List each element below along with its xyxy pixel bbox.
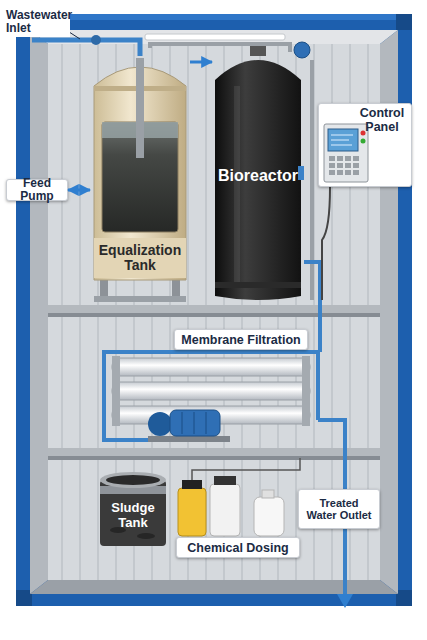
dosing-tube [192, 458, 300, 480]
floor [30, 580, 398, 594]
corner-casting [16, 590, 32, 606]
bioreactor-tank: Bioreactor [212, 46, 304, 306]
node-text: Control Panel [357, 106, 407, 134]
sludge-texture [137, 533, 155, 539]
inlet-valve [91, 35, 101, 45]
screen-line [331, 145, 352, 146]
part-label: Wastewater Inlet [4, 8, 70, 37]
end-cap [112, 356, 120, 426]
corner-casting [396, 14, 412, 30]
panel-cabinet [324, 124, 368, 182]
chemical-jug [254, 497, 284, 536]
keypad-key [337, 170, 343, 175]
indicator-light [361, 131, 366, 136]
keypad-key [329, 163, 335, 168]
node-text: Feed Pump [11, 177, 63, 204]
node-text: Treated Water Outlet [303, 497, 375, 522]
reactor-body [215, 60, 301, 300]
container-cap [182, 480, 202, 489]
drum-top [100, 472, 166, 488]
keypad-key [345, 163, 351, 168]
shelf [48, 448, 380, 457]
container-cap [262, 490, 274, 498]
label-box: Membrane Filtration [174, 329, 308, 350]
end-cap [302, 356, 310, 426]
frame-highlight [16, 14, 412, 20]
keypad-key [329, 156, 335, 161]
shelf-edge [48, 456, 380, 460]
pump-base [148, 436, 230, 442]
panel-cable [322, 187, 330, 300]
keypad-key [345, 156, 351, 161]
corner-casting [396, 590, 412, 606]
screen-line [331, 135, 353, 136]
outlet-arrow [337, 594, 353, 608]
node-text: Chemical Dosing [187, 541, 288, 555]
shelf-edge [48, 313, 380, 317]
reactor-fitting [250, 46, 266, 56]
panel-screen [328, 129, 358, 151]
white-container [210, 484, 240, 536]
membrane-pipe [104, 352, 320, 440]
motor-fin [206, 412, 207, 434]
node-text: Equalization Tank [90, 243, 190, 274]
label-box: Treated Water Outlet [298, 489, 380, 529]
tank-base [94, 296, 186, 302]
keypad-key [337, 156, 343, 161]
sludge-tank: Sludge Tank [98, 470, 168, 548]
dip-pipe [136, 58, 144, 158]
node-text: Bioreactor [218, 167, 298, 185]
ceiling-light [145, 34, 285, 40]
keypad-key [353, 163, 359, 168]
blower [294, 42, 310, 58]
container-cap [214, 476, 236, 485]
flow-arrow [190, 61, 212, 64]
keypad-key [345, 170, 351, 175]
pump-housing [148, 412, 172, 436]
container-frame [16, 14, 412, 606]
shelf [48, 305, 380, 314]
reactor-flange [298, 166, 304, 180]
left-wall [30, 30, 48, 594]
membrane-tube [112, 358, 310, 376]
membrane-pipe [316, 352, 320, 420]
keypad-key [353, 156, 359, 161]
drum-opening [106, 475, 160, 485]
motor-fin [182, 412, 183, 434]
equalization-tank: Equalization Tank [90, 52, 190, 304]
reactor-ring [215, 282, 301, 288]
label-box: Chemical Dosing [176, 537, 300, 558]
indicator-light [361, 139, 366, 144]
pump-motor [170, 410, 220, 436]
keypad-key [353, 170, 359, 175]
label-box: Feed Pump [6, 179, 68, 201]
node-text: Membrane Filtration [181, 333, 300, 347]
back-wall [48, 44, 380, 580]
flow-arrow [68, 189, 90, 192]
screen-line [331, 140, 349, 141]
yellow-container [178, 488, 206, 536]
keypad-key [337, 163, 343, 168]
node-text: Sludge Tank [98, 501, 168, 530]
control-panel-box: Control Panel [318, 103, 412, 187]
keypad-key [329, 170, 335, 175]
inlet-pipe [32, 40, 140, 56]
motor-fin [194, 412, 195, 434]
membrane-tube [112, 382, 310, 400]
process-pipe [150, 44, 290, 52]
